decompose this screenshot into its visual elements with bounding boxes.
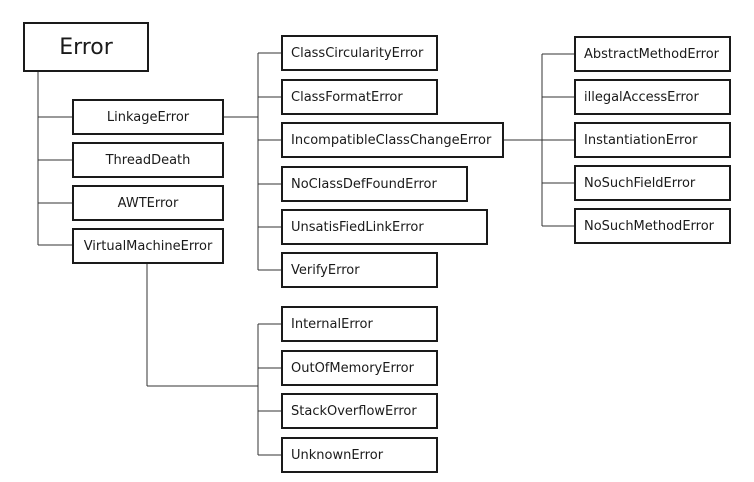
- node-label: LinkageError: [106, 109, 190, 125]
- node-awt-error: AWTError: [72, 185, 224, 221]
- node-unsatisfied-link-error: UnsatisFiedLinkError: [281, 209, 488, 245]
- node-label: VirtualMachineError: [83, 238, 213, 254]
- node-linkage-error: LinkageError: [72, 99, 224, 135]
- node-label: AWTError: [117, 195, 179, 211]
- node-stack-overflow-error: StackOverflowError: [281, 393, 438, 429]
- node-label: NoSuchFieldError: [584, 175, 696, 191]
- node-class-circularity-error: ClassCircularityError: [281, 35, 438, 71]
- node-label: UnknownError: [291, 447, 384, 463]
- node-label: ClassFormatError: [291, 89, 403, 105]
- node-label: ClassCircularityError: [291, 45, 424, 61]
- node-label: NoClassDefFoundError: [291, 176, 437, 192]
- node-verify-error: VerifyError: [281, 252, 438, 288]
- node-virtual-machine-error: VirtualMachineError: [72, 228, 224, 264]
- node-thread-death: ThreadDeath: [72, 142, 224, 178]
- node-label: OutOfMemoryError: [291, 360, 414, 376]
- node-unknown-error: UnknownError: [281, 437, 438, 473]
- node-label: UnsatisFiedLinkError: [291, 219, 424, 235]
- node-label: Error: [59, 34, 113, 60]
- node-no-class-def-found-error: NoClassDefFoundError: [281, 166, 468, 202]
- node-no-such-method-error: NoSuchMethodError: [574, 208, 731, 244]
- node-illegal-access-error: illegalAccessError: [574, 79, 731, 115]
- node-abstract-method-error: AbstractMethodError: [574, 36, 731, 72]
- node-label: StackOverflowError: [291, 403, 417, 419]
- node-label: ThreadDeath: [105, 152, 191, 168]
- node-class-format-error: ClassFormatError: [281, 79, 438, 115]
- node-label: illegalAccessError: [584, 89, 699, 105]
- node-out-of-memory-error: OutOfMemoryError: [281, 350, 438, 386]
- node-label: VerifyError: [291, 262, 360, 278]
- node-no-such-field-error: NoSuchFieldError: [574, 165, 731, 201]
- node-label: NoSuchMethodError: [584, 218, 714, 234]
- node-label: InstantiationError: [584, 132, 698, 148]
- node-instantiation-error: InstantiationError: [574, 122, 731, 158]
- node-incompatible-class-change-error: IncompatibleClassChangeError: [281, 122, 504, 158]
- node-label: InternalError: [291, 316, 373, 332]
- node-error: Error: [23, 22, 149, 72]
- node-internal-error: InternalError: [281, 306, 438, 342]
- node-label: IncompatibleClassChangeError: [291, 132, 492, 148]
- node-label: AbstractMethodError: [584, 46, 720, 62]
